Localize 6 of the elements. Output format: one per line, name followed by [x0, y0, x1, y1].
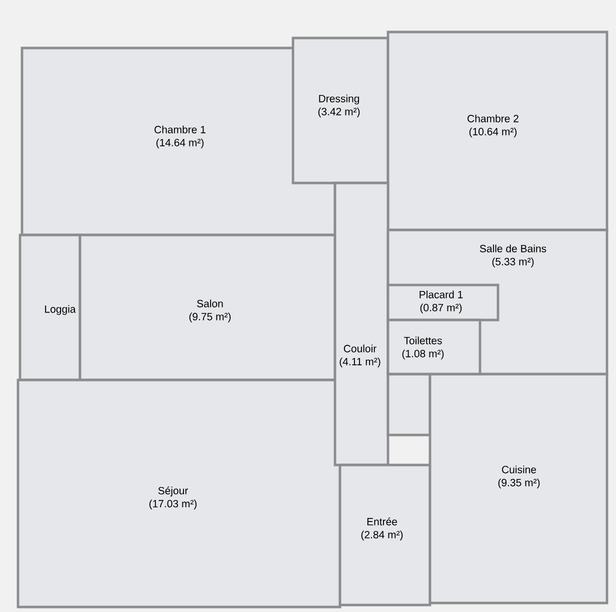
- room: Loggia: [18, 234, 82, 382]
- room: Toilettes (1.08 m²): [386, 318, 482, 376]
- room: Entrée (2.84 m²): [338, 464, 432, 606]
- closet: [386, 372, 432, 436]
- room: Dressing (3.42 m²): [292, 36, 390, 184]
- room: Placard 1 (0.87 m²): [386, 284, 500, 322]
